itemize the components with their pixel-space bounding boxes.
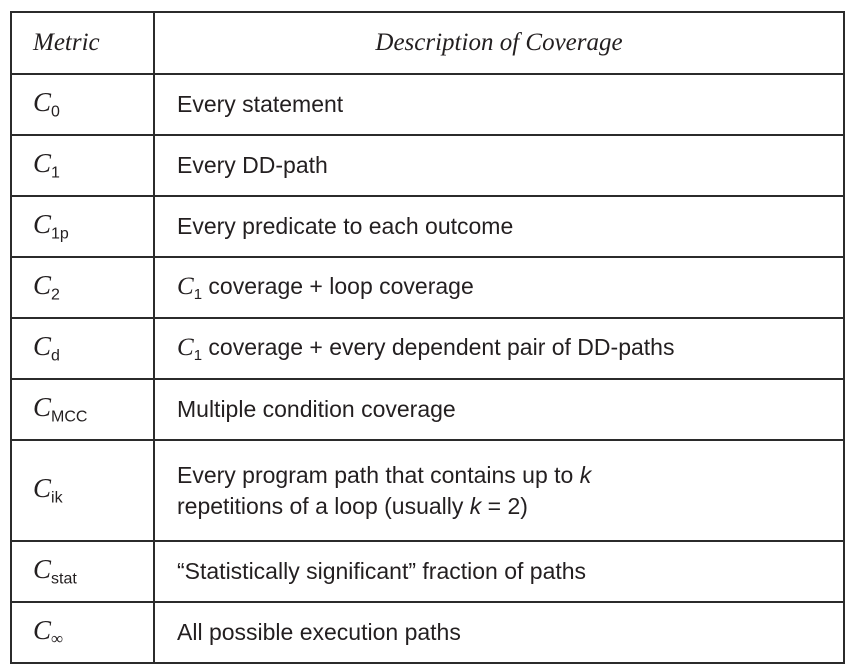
table-row: C∞ All possible execution paths [10, 601, 845, 664]
metric-symbol: CMCC [33, 391, 88, 426]
table-row: Cstat “Statistically significant” fracti… [10, 540, 845, 603]
metric-base: C [33, 391, 52, 422]
metric-cell-cinfinity: C∞ [10, 601, 155, 664]
metric-subscript-infinity: ∞ [51, 629, 64, 649]
metric-cell-c2: C2 [10, 256, 155, 319]
description-text: Every DD-path [177, 152, 328, 179]
table-row: C1p Every predicate to each outcome [10, 195, 845, 258]
metric-cell-cmcc: CMCC [10, 378, 155, 441]
description-line-1-text: Every program path that contains up to [177, 461, 580, 488]
metric-subscript: d [51, 347, 60, 365]
description-cell-cmcc: Multiple condition coverage [153, 378, 845, 441]
description-line-2-text: repetitions of a loop (usually [177, 492, 470, 519]
metric-cell-cd: Cd [10, 317, 155, 380]
metric-symbol: Cik [33, 472, 63, 507]
metric-symbol: Cd [33, 330, 60, 365]
metric-base: C [33, 208, 52, 239]
column-header-description: Description of Coverage [153, 11, 845, 75]
table-header: Metric Description of Coverage [10, 11, 845, 75]
description-text: Every predicate to each outcome [177, 213, 514, 240]
coverage-metrics-table: Metric Description of Coverage C0 Every … [10, 11, 845, 664]
inline-metric-base: C [177, 273, 194, 301]
table-row: Cik Every program path that contains up … [10, 439, 845, 542]
metric-cell-c1p: C1p [10, 195, 155, 258]
description-line-2: repetitions of a loop (usually k = 2) [177, 491, 833, 522]
description-text: All possible execution paths [177, 619, 461, 646]
inline-metric-subscript: 1 [193, 346, 203, 364]
table-header-row: Metric Description of Coverage [10, 11, 845, 75]
variable-k: k [579, 461, 592, 488]
description-line-2-tail: = 2) [481, 492, 528, 519]
description-cell-c2: C1 coverage + loop coverage [153, 256, 845, 319]
description-text: C1 coverage + every dependent pair of DD… [177, 334, 675, 364]
metric-symbol: C0 [33, 86, 60, 121]
metric-symbol: Cstat [33, 553, 77, 588]
metric-subscript: 0 [51, 103, 60, 121]
table-row: CMCC Multiple condition coverage [10, 378, 845, 441]
table-body: C0 Every statement C1 Every DD-path C1p [10, 73, 845, 664]
metric-cell-c1: C1 [10, 134, 155, 197]
metric-subscript: 1 [51, 164, 60, 182]
inline-metric-symbol: C1 [177, 273, 203, 303]
metric-subscript: 2 [51, 286, 60, 304]
description-cell-cstat: “Statistically significant” fraction of … [153, 540, 845, 603]
table-row: C1 Every DD-path [10, 134, 845, 197]
column-header-metric: Metric [10, 11, 155, 75]
metric-base: C [33, 269, 52, 300]
metric-subscript: MCC [51, 408, 88, 426]
description-cell-c1: Every DD-path [153, 134, 845, 197]
description-line-1: Every program path that contains up to k [177, 460, 833, 491]
metric-symbol: C1 [33, 147, 60, 182]
metric-symbol: C∞ [33, 615, 63, 648]
metric-subscript: 1p [51, 225, 69, 243]
table-row: Cd C1 coverage + every dependent pair of… [10, 317, 845, 380]
description-cell-cik: Every program path that contains up to k… [153, 439, 845, 542]
description-text: “Statistically significant” fraction of … [177, 558, 587, 585]
inline-metric-symbol: C1 [177, 334, 203, 364]
description-cell-cinfinity: All possible execution paths [153, 601, 845, 664]
metric-symbol: C2 [33, 269, 60, 304]
description-tail: coverage + every dependent pair of DD-pa… [202, 334, 675, 361]
metric-base: C [33, 472, 52, 503]
metric-base: C [33, 615, 52, 646]
variable-k: k [469, 492, 482, 519]
description-tail: coverage + loop coverage [202, 273, 474, 300]
table-row: C0 Every statement [10, 73, 845, 136]
description-text: Every program path that contains up to k… [177, 460, 833, 521]
description-text: Every statement [177, 91, 344, 118]
description-text: Multiple condition coverage [177, 396, 456, 423]
metric-base: C [33, 553, 52, 584]
metric-cell-cstat: Cstat [10, 540, 155, 603]
inline-metric-subscript: 1 [193, 285, 203, 303]
metric-base: C [33, 330, 52, 361]
description-cell-cd: C1 coverage + every dependent pair of DD… [153, 317, 845, 380]
metric-cell-c0: C0 [10, 73, 155, 136]
inline-metric-base: C [177, 334, 194, 362]
description-cell-c1p: Every predicate to each outcome [153, 195, 845, 258]
metric-base: C [33, 86, 52, 117]
metric-symbol: C1p [33, 208, 69, 243]
metric-subscript: stat [51, 570, 77, 588]
metric-cell-cik: Cik [10, 439, 155, 542]
table-row: C2 C1 coverage + loop coverage [10, 256, 845, 319]
metric-base: C [33, 147, 52, 178]
description-text: C1 coverage + loop coverage [177, 273, 474, 303]
description-cell-c0: Every statement [153, 73, 845, 136]
metric-subscript: ik [51, 489, 63, 507]
